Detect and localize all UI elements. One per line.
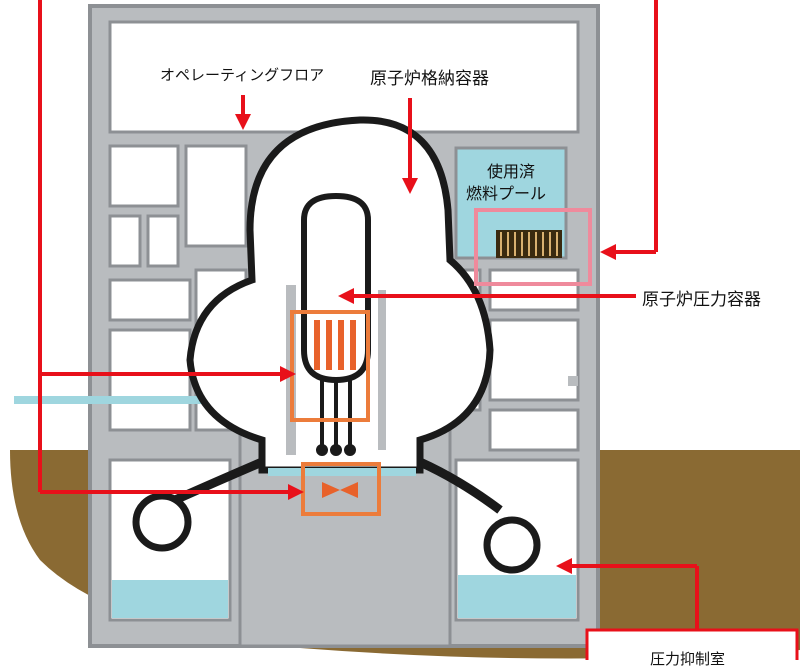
pressure-vessel-label: 原子炉圧力容器 [642, 290, 761, 310]
torus-right [483, 516, 541, 574]
pressure-vessel [301, 192, 371, 384]
spent-fuel-pool-label-2: 燃料プール [466, 184, 547, 203]
torus-right-leg [418, 457, 503, 514]
bottom-label-box [585, 628, 799, 660]
operating-floor-label: オペレーティングフロア [160, 66, 325, 84]
containment-vessel-label: 原子炉格納容器 [370, 69, 489, 89]
torus-left [132, 492, 192, 552]
debris-mark [322, 482, 358, 498]
core-highlight-box [290, 310, 370, 422]
pool-highlight-box [474, 208, 592, 286]
bottom-highlight-box [301, 462, 381, 516]
control-rod-drives [316, 380, 356, 456]
arrow-heads [235, 114, 616, 574]
annotation-arrows [38, 0, 699, 630]
bottom-box-label: 圧力抑制室 [650, 650, 726, 668]
torus-left-leg [173, 457, 264, 505]
reactor-core [314, 320, 356, 370]
spent-fuel-pool-label-1: 使用済 [487, 162, 536, 181]
